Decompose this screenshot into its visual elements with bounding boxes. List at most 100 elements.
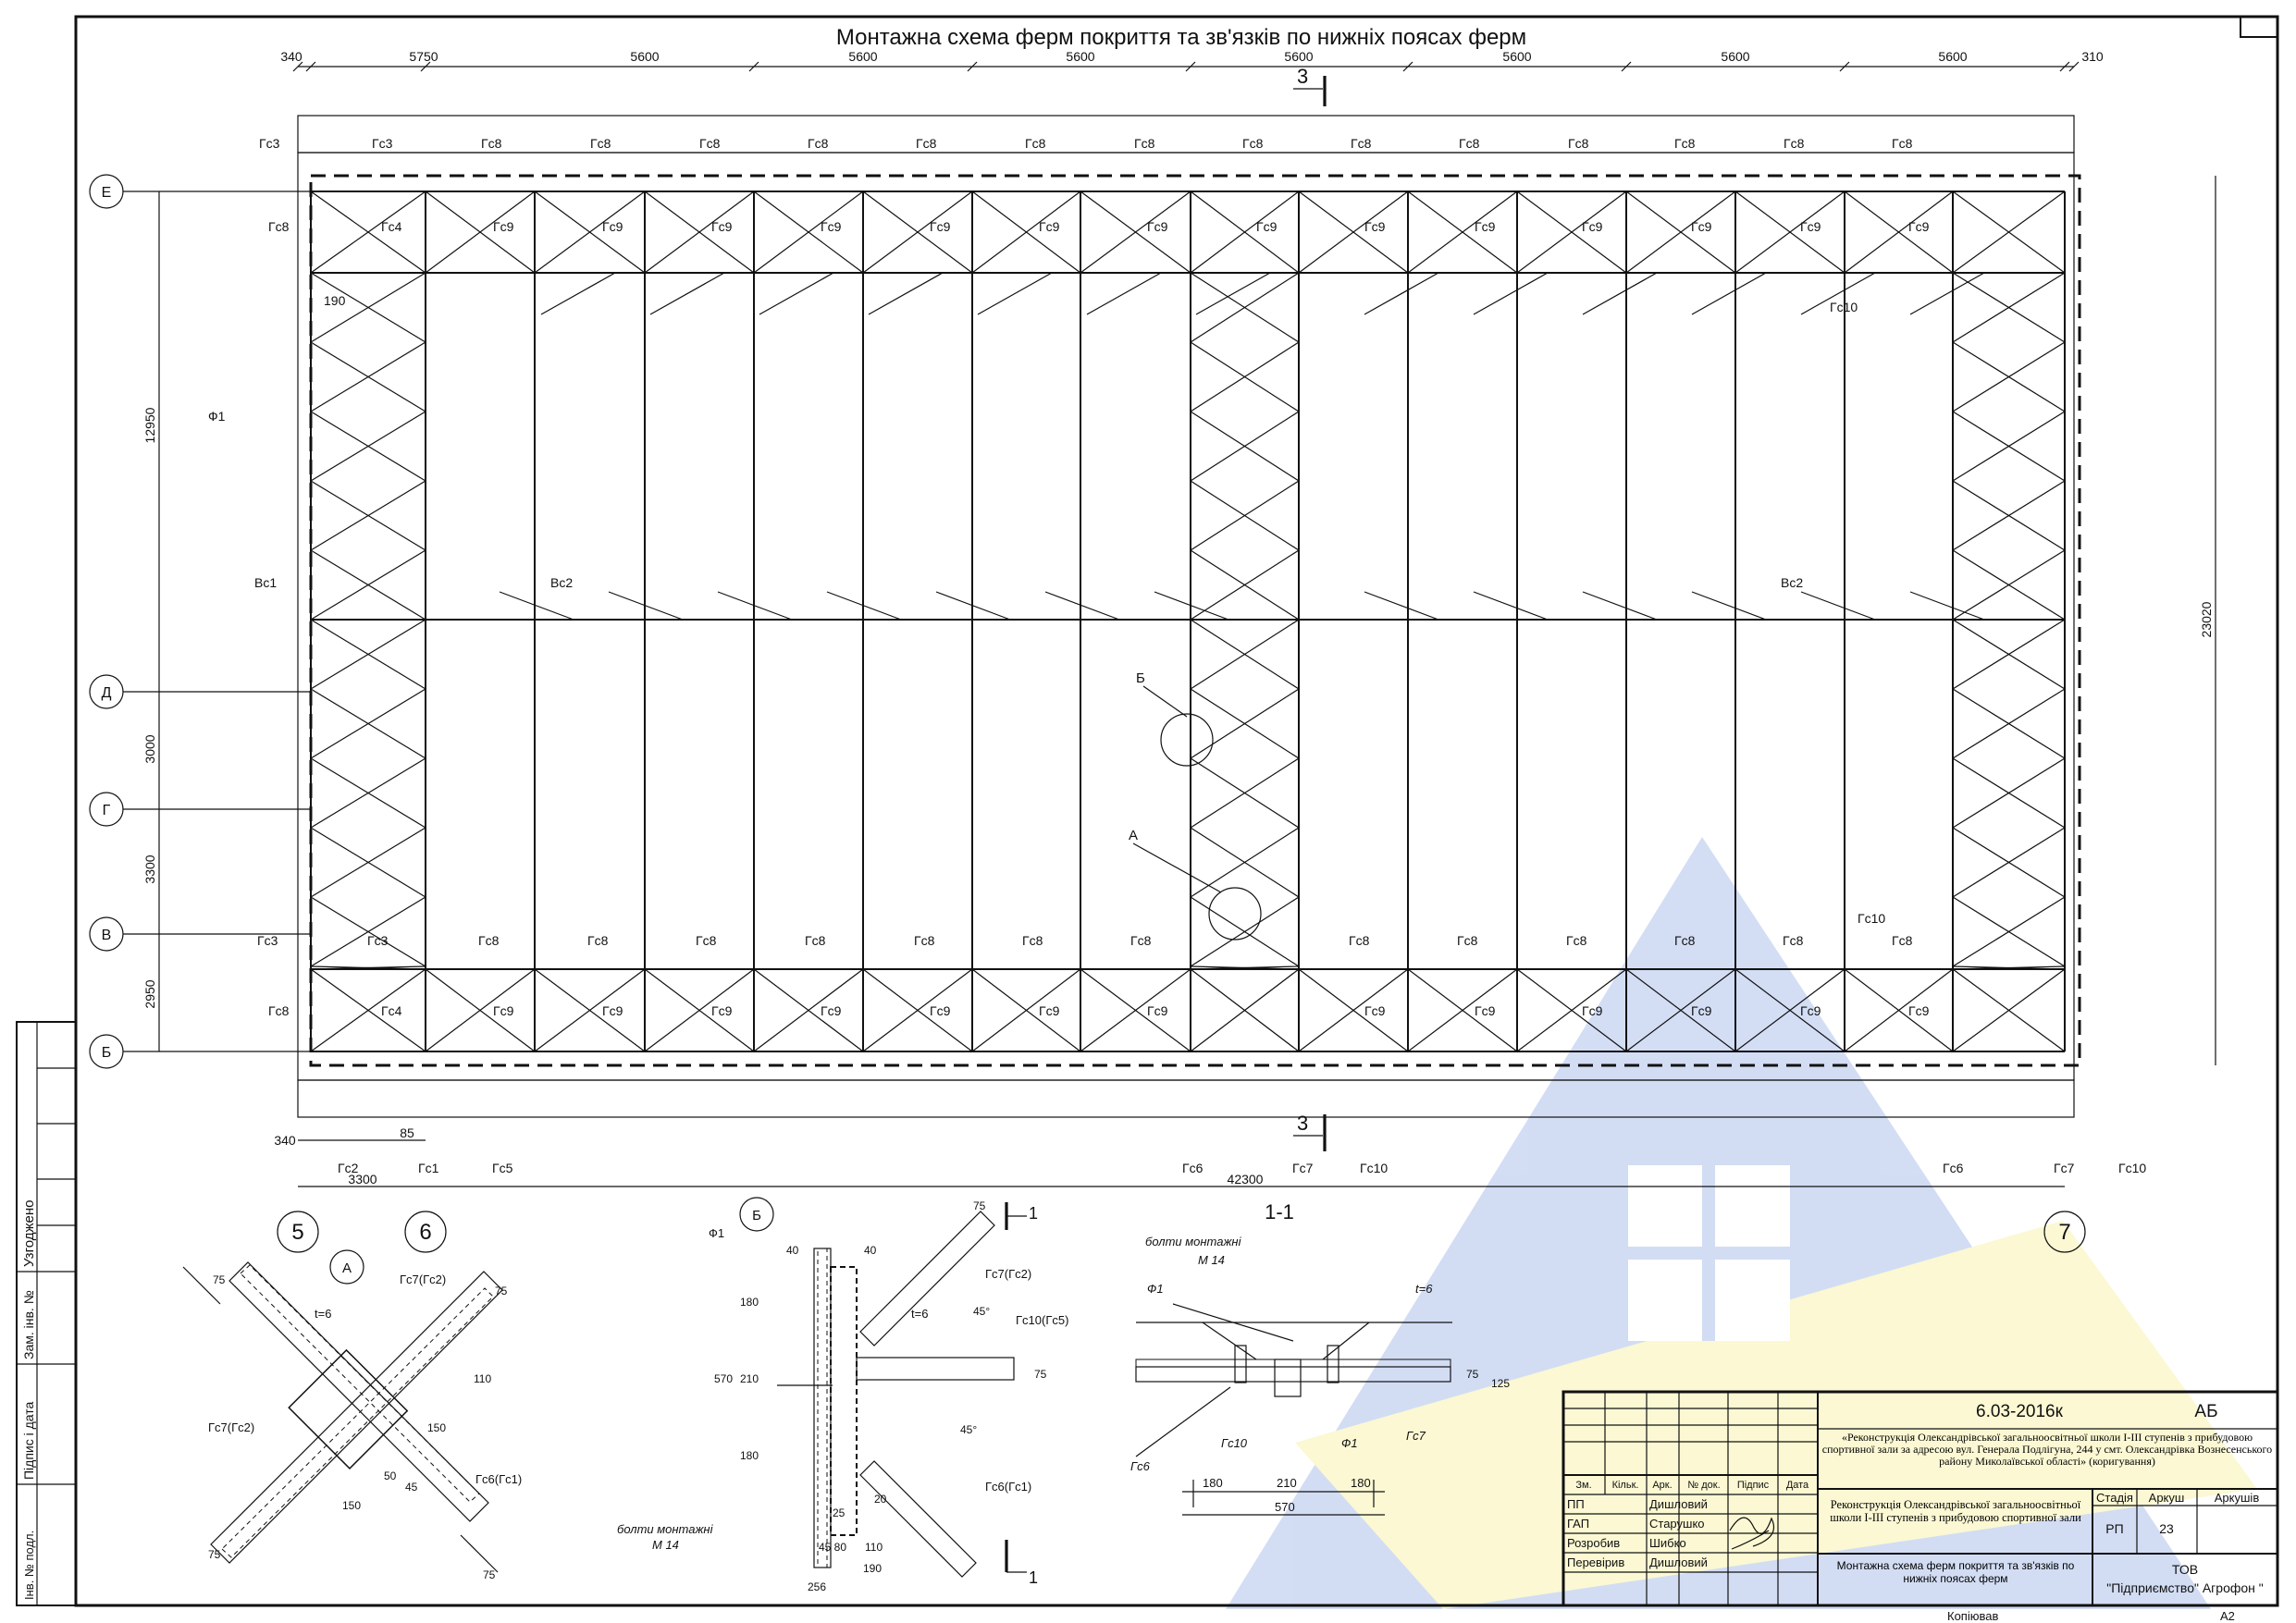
svg-text:болти монтажні: болти монтажні — [617, 1522, 714, 1536]
svg-text:Перевірив: Перевірив — [1567, 1555, 1624, 1569]
cross-brace — [1516, 191, 1627, 274]
tie-Vc2 — [608, 591, 684, 621]
svg-text:"Підприємство" Агрофон ": "Підприємство" Агрофон " — [2106, 1580, 2264, 1595]
svg-text:1: 1 — [1029, 1204, 1038, 1223]
drawing-title: Монтажна схема ферм покриття та зв'язків… — [836, 25, 1526, 50]
member-label: Гс9 — [1039, 219, 1060, 234]
dim-tick — [2068, 61, 2080, 72]
svg-text:А: А — [1129, 828, 1138, 843]
member-label: Гс9 — [1908, 1003, 1930, 1018]
section-mark-top: 3 — [1293, 65, 1327, 106]
member-label: Гс4 — [381, 219, 402, 234]
member-label: Гс9 — [711, 219, 733, 234]
member-label: Гс9 — [1364, 219, 1386, 234]
member-label: Гс9 — [1147, 1003, 1168, 1018]
member-label: Гс9 — [1475, 1003, 1496, 1018]
axis-bubble-6: 6 — [404, 1211, 447, 1253]
member-label: Гс9 — [1364, 1003, 1386, 1018]
svg-text:25: 25 — [833, 1506, 846, 1519]
svg-text:150: 150 — [342, 1499, 361, 1512]
svg-text:РП: РП — [2105, 1521, 2123, 1536]
tie-Vc2 — [717, 591, 793, 621]
top-dim-value: 5600 — [630, 49, 659, 64]
member-label: Гс7 — [2054, 1161, 2075, 1175]
svg-text:Копіював: Копіював — [1947, 1609, 1998, 1623]
cross-brace — [1190, 411, 1300, 482]
member-label: Гс3 — [257, 933, 278, 948]
svg-text:110: 110 — [865, 1541, 883, 1554]
cross-brace — [1952, 896, 2066, 967]
tie-Vc2 — [1473, 591, 1549, 621]
cross-brace — [1190, 896, 1300, 967]
member-label: Гс6 — [1943, 1161, 1964, 1175]
cross-brace — [1190, 549, 1300, 621]
top-dim-value: 310 — [2081, 49, 2104, 64]
cross-brace — [310, 411, 426, 482]
tie-Gc10 — [649, 272, 725, 315]
svg-text:Гс7(Гс2): Гс7(Гс2) — [400, 1273, 446, 1286]
member-label: Вс1 — [254, 575, 277, 590]
svg-text:Підпис: Підпис — [1737, 1480, 1770, 1491]
svg-text:Гс7(Гс2): Гс7(Гс2) — [985, 1267, 1031, 1281]
tie-Vc2 — [1364, 591, 1439, 621]
svg-text:Ф1: Ф1 — [709, 1226, 724, 1240]
cross-brace — [1190, 341, 1300, 412]
svg-text:Гс10: Гс10 — [1221, 1436, 1248, 1450]
cross-brace — [753, 968, 864, 1052]
member-label: Гс8 — [914, 933, 935, 948]
cross-brace — [1625, 191, 1736, 274]
tie-Vc2 — [1582, 591, 1658, 621]
member-label: Гс9 — [1800, 1003, 1821, 1018]
svg-text:75: 75 — [483, 1568, 496, 1581]
svg-text:Старушко: Старушко — [1649, 1517, 1705, 1531]
dim-tick — [1621, 61, 1632, 72]
svg-text:75: 75 — [1034, 1368, 1047, 1381]
section-mark-bottom: 3 — [1293, 1112, 1327, 1151]
member-label: Гс8 — [1566, 933, 1587, 948]
dim-42300: 42300 — [1228, 1172, 1264, 1187]
axis-bubble-G: Г — [89, 792, 124, 827]
svg-text:Аркуш: Аркуш — [2149, 1491, 2185, 1505]
dim-tick — [420, 61, 431, 72]
svg-text:75: 75 — [213, 1273, 226, 1286]
svg-text:Б: Б — [1136, 670, 1145, 686]
svg-text:Гс6: Гс6 — [1130, 1459, 1151, 1473]
top-dim-value: 5600 — [848, 49, 877, 64]
member-label: Гс2 — [338, 1161, 359, 1175]
member-label: Гс9 — [821, 1003, 842, 1018]
cross-brace — [1952, 341, 2066, 412]
svg-text:Шибко: Шибко — [1649, 1536, 1686, 1550]
parapet-top — [297, 115, 2075, 154]
member-label: Гс9 — [1691, 219, 1712, 234]
svg-text:АБ: АБ — [2194, 1402, 2217, 1421]
cross-brace — [862, 968, 973, 1052]
svg-text:50: 50 — [384, 1469, 397, 1482]
cross-brace — [1952, 965, 2066, 970]
cross-brace — [534, 968, 646, 1052]
svg-text:Гс7(Гс2): Гс7(Гс2) — [208, 1420, 254, 1434]
tie-Gc10 — [1473, 272, 1549, 315]
cross-brace — [310, 968, 426, 1052]
member-label: Гс9 — [1256, 219, 1278, 234]
cross-brace — [971, 968, 1081, 1052]
svg-text:болти монтажні: болти монтажні — [1145, 1235, 1242, 1248]
member-label: Гс3 — [372, 136, 393, 151]
svg-text:М 14: М 14 — [1198, 1253, 1225, 1267]
cross-brace — [1298, 968, 1409, 1052]
tie-Gc10 — [1800, 272, 1876, 315]
cross-brace — [1734, 968, 1845, 1052]
member-label: Гс9 — [1475, 219, 1496, 234]
tie-Vc2 — [1691, 591, 1767, 621]
cross-brace — [1190, 965, 1300, 970]
tie-Gc10 — [1195, 272, 1271, 315]
member-label: Гс8 — [1134, 136, 1155, 151]
dim-tick — [748, 61, 759, 72]
tie-Gc10 — [868, 272, 944, 315]
svg-text:75: 75 — [495, 1285, 508, 1297]
svg-text:570: 570 — [714, 1372, 733, 1385]
svg-text:t=6: t=6 — [315, 1307, 331, 1321]
cross-brace — [1190, 968, 1300, 1052]
cross-brace — [644, 191, 755, 274]
svg-text:Зам. інв. №: Зам. інв. № — [21, 1290, 36, 1359]
